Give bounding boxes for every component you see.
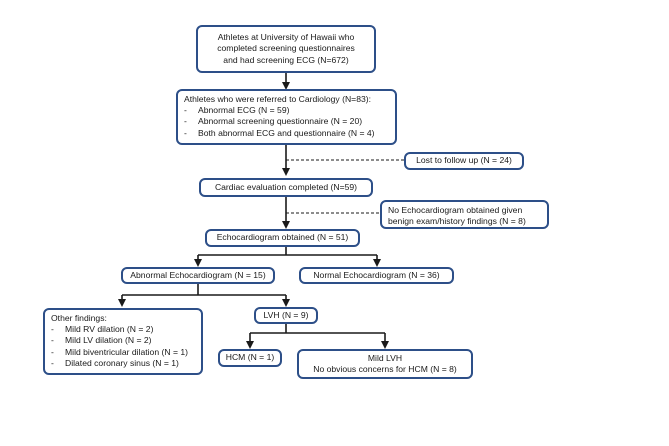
other-findings-item: -Mild biventricular dilation (N = 1) bbox=[51, 346, 188, 357]
no-echo-line-2: benign exam/history findings (N = 8) bbox=[388, 216, 526, 227]
lvh-label: LVH (N = 9) bbox=[263, 309, 309, 320]
lost-to-follow-up-box: Lost to follow up (N = 24) bbox=[404, 152, 524, 170]
referred-item: -Both abnormal ECG and questionnaire (N … bbox=[184, 127, 375, 138]
lost-to-follow-up-label: Lost to follow up (N = 24) bbox=[416, 155, 512, 166]
cardiac-evaluation-box: Cardiac evaluation completed (N=59) bbox=[199, 178, 373, 197]
abnormal-echo-label: Abnormal Echocardiogram (N = 15) bbox=[130, 269, 266, 280]
abnormal-echo-box: Abnormal Echocardiogram (N = 15) bbox=[121, 267, 275, 284]
normal-echo-label: Normal Echocardiogram (N = 36) bbox=[313, 269, 440, 280]
other-findings-item: -Dilated coronary sinus (N = 1) bbox=[51, 357, 179, 368]
normal-echo-box: Normal Echocardiogram (N = 36) bbox=[299, 267, 454, 284]
lvh-box: LVH (N = 9) bbox=[254, 307, 318, 324]
referred-item: -Abnormal screening questionnaire (N = 2… bbox=[184, 116, 363, 127]
screening-line-3: and had screening ECG (N=672) bbox=[223, 54, 349, 65]
hcm-label: HCM (N = 1) bbox=[225, 352, 275, 363]
screening-line-1: Athletes at University of Hawaii who bbox=[217, 32, 355, 43]
screening-box: Athletes at University of Hawaii who com… bbox=[196, 25, 376, 73]
mild-lvh-line-2: No obvious concerns for HCM (N = 8) bbox=[313, 364, 457, 374]
mild-lvh-line-1: Mild LVH bbox=[367, 352, 403, 363]
other-findings-item: -Mild RV dilation (N = 2) bbox=[51, 324, 154, 335]
referred-heading: Athletes who were referred to Cardiology… bbox=[184, 94, 372, 104]
screening-line-2: completed screening questionnaires bbox=[217, 43, 355, 54]
cardiac-evaluation-label: Cardiac evaluation completed (N=59) bbox=[214, 181, 358, 192]
other-findings-box: Other findings: -Mild RV dilation (N = 2… bbox=[43, 308, 203, 375]
no-echo-line-1: No Echocardiogram obtained given bbox=[388, 205, 523, 215]
echo-obtained-box: Echocardiogram obtained (N = 51) bbox=[205, 229, 360, 247]
echo-obtained-label: Echocardiogram obtained (N = 51) bbox=[216, 232, 349, 243]
referred-box: Athletes who were referred to Cardiology… bbox=[176, 89, 397, 145]
no-echo-box: No Echocardiogram obtained given benign … bbox=[380, 200, 549, 229]
other-findings-heading: Other findings: bbox=[51, 313, 107, 323]
hcm-box: HCM (N = 1) bbox=[218, 349, 282, 367]
mild-lvh-box: Mild LVH No obvious concerns for HCM (N … bbox=[297, 349, 473, 379]
referred-item: -Abnormal ECG (N = 59) bbox=[184, 105, 290, 116]
other-findings-item: -Mild LV dilation (N = 2) bbox=[51, 335, 152, 346]
